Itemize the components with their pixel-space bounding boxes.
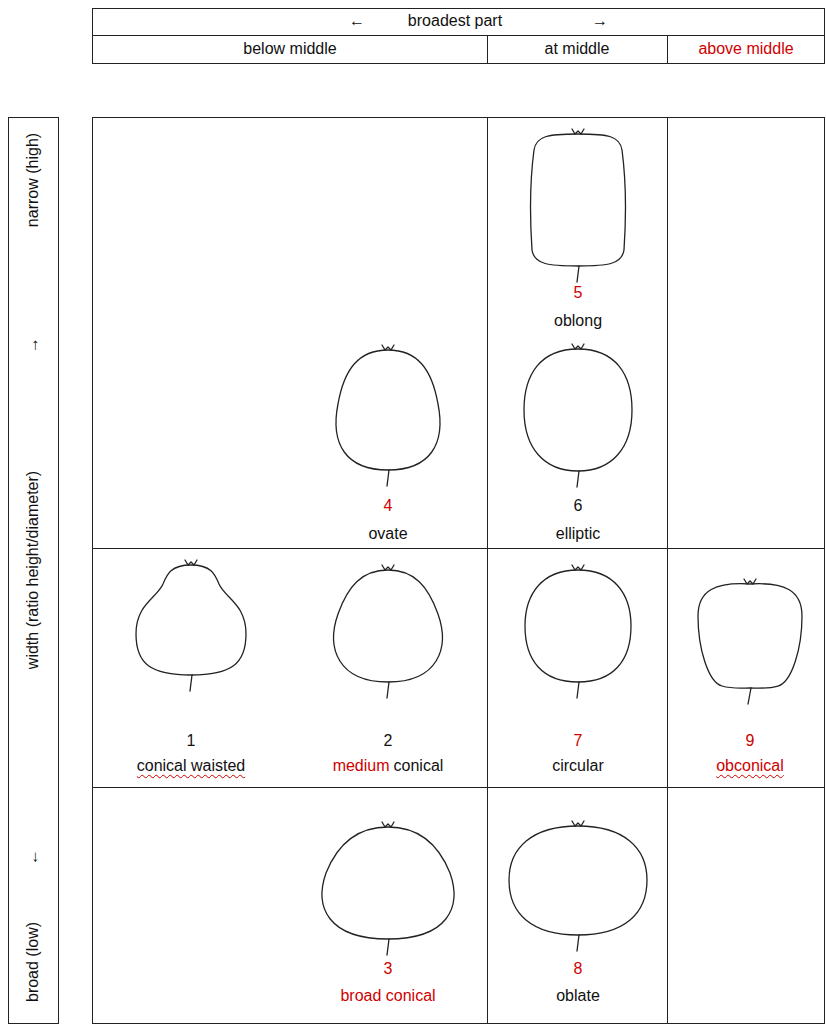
shape-name: elliptic — [556, 525, 600, 543]
apple-elliptic — [524, 344, 632, 487]
grid-line — [487, 118, 488, 1024]
header-frame — [93, 9, 825, 64]
axis-end-label: broad (low) — [24, 922, 42, 1002]
column-header: at middle — [545, 40, 610, 58]
apple-obconical — [698, 579, 802, 704]
axis-arrow: ← — [24, 849, 42, 865]
grid-frame — [93, 118, 825, 1024]
axis-title: broadest part — [408, 12, 502, 30]
column-header: above middle — [698, 40, 793, 58]
header-divider — [667, 36, 668, 64]
apple-medium-conical — [334, 565, 443, 698]
callout-number: 7 — [574, 732, 583, 750]
shape-name: circular — [552, 757, 604, 775]
axis-arrow: ← — [349, 12, 365, 30]
shape-name: conical waisted — [137, 757, 246, 775]
apple-ovate — [336, 345, 440, 486]
axis-arrow: → — [592, 12, 608, 30]
axis-end-label: narrow (high) — [24, 133, 42, 227]
axis-arrow: → — [24, 337, 42, 353]
header-divider — [487, 36, 488, 64]
shape-name-group: mediumconical — [333, 757, 444, 775]
callout-number: 5 — [574, 284, 583, 302]
callout-number: 3 — [384, 960, 393, 978]
apple-oblate — [509, 821, 647, 951]
apple-conical-waisted — [136, 560, 246, 691]
axis-title: width (ratio height/diameter) — [24, 471, 42, 669]
grid-line — [667, 118, 668, 1024]
header-divider — [93, 35, 825, 36]
callout-number: 1 — [187, 732, 196, 750]
shape-name: conical — [394, 757, 444, 775]
shape-name: broad conical — [340, 987, 435, 1005]
axis-frame — [9, 118, 59, 1024]
shape-name: oblate — [556, 987, 600, 1005]
apple-broad-conical — [322, 822, 454, 955]
shape-name: obconical — [716, 757, 784, 775]
callout-number: 8 — [574, 960, 583, 978]
shape-name: oblong — [554, 312, 602, 330]
shape-name: ovate — [368, 525, 407, 543]
column-header: below middle — [243, 40, 336, 58]
grid-line — [93, 787, 825, 788]
apple-oblong — [531, 129, 626, 282]
grid-line — [93, 548, 825, 549]
callout-number: 6 — [574, 497, 583, 515]
callout-number: 9 — [746, 732, 755, 750]
shape-name: medium — [333, 757, 390, 775]
callout-number: 4 — [384, 497, 393, 515]
apple-circular — [525, 565, 631, 698]
callout-number: 2 — [384, 732, 393, 750]
